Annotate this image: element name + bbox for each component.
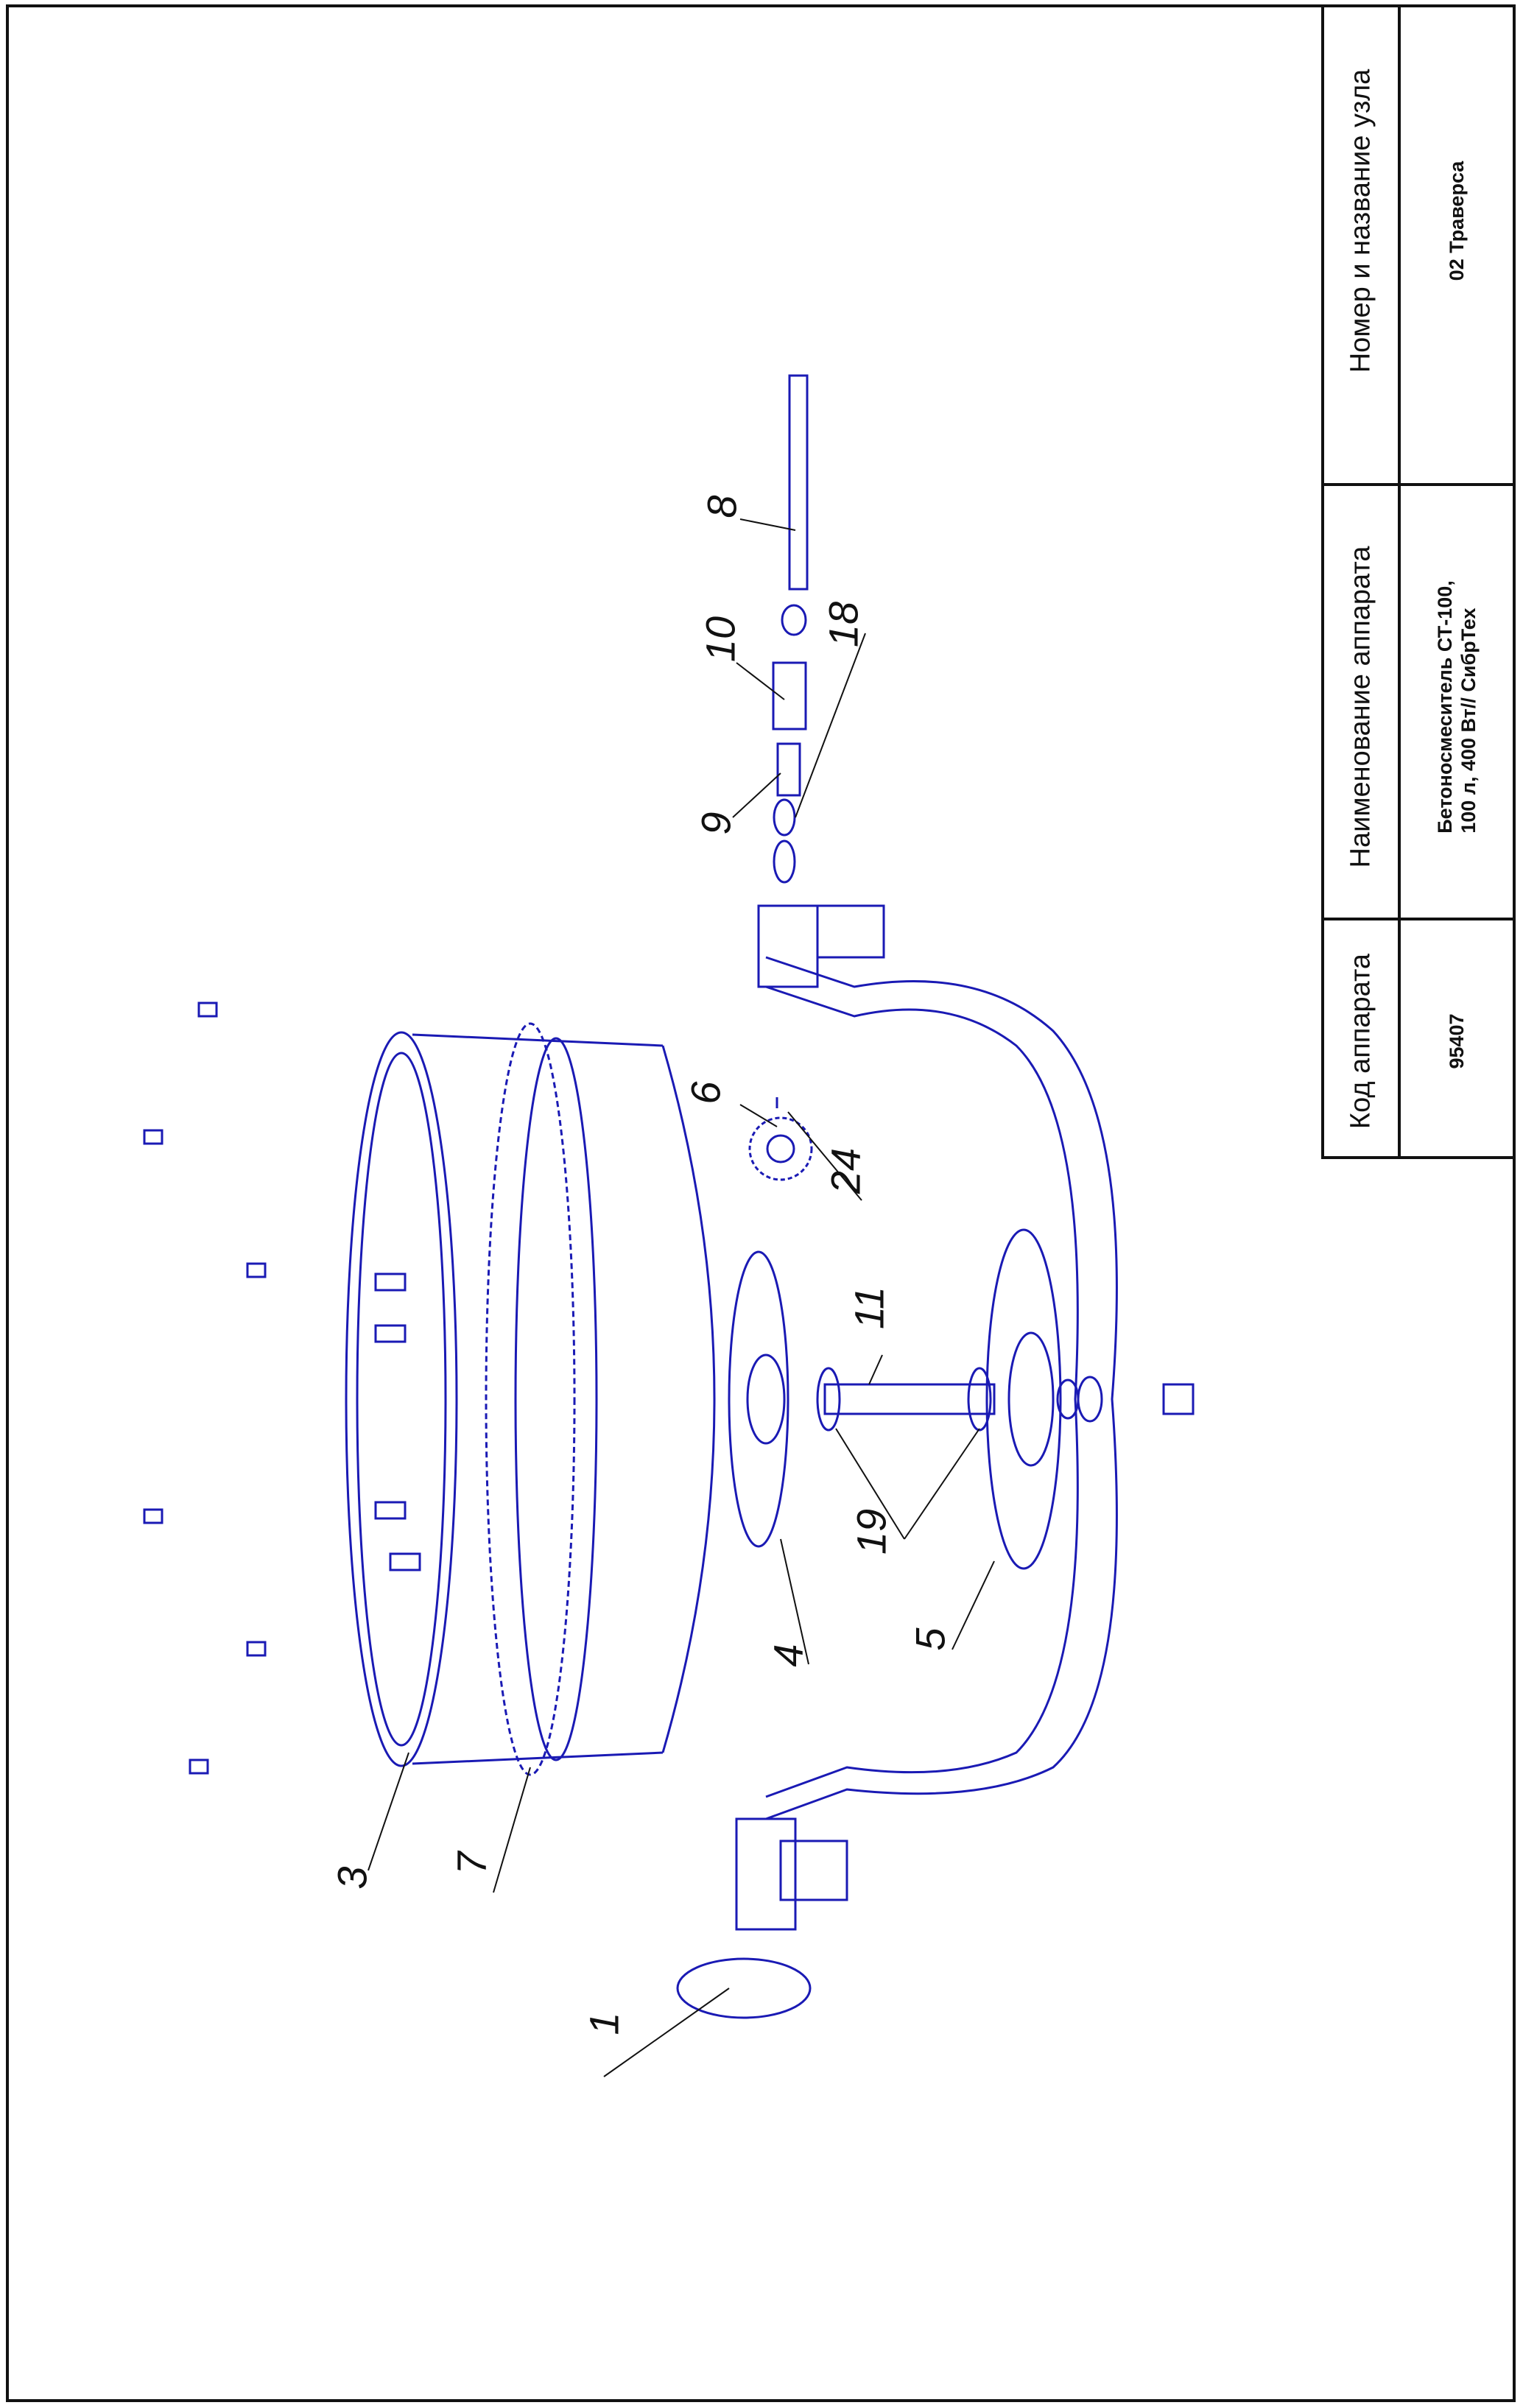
shaft-11 (823, 1383, 996, 1415)
lower-bracket-plate (779, 1840, 848, 1901)
ring-18 (781, 604, 807, 636)
bushing-10 (772, 661, 807, 731)
drum-bottom-curve (661, 1045, 716, 1753)
title-block-column-separator (1398, 4, 1401, 1159)
callout-8: 8 (698, 495, 745, 518)
base-plate (676, 1957, 812, 2019)
callout-24: 24 (822, 1147, 869, 1194)
flange-4-hub (746, 1353, 786, 1445)
drum-rim-inner (356, 1052, 447, 1747)
sleeve-9 (776, 742, 801, 797)
value-code: 95407 (1446, 1013, 1468, 1069)
bearing-19a (816, 1367, 841, 1432)
gear-ring-inner (514, 1037, 598, 1761)
title-block (1321, 4, 1516, 1159)
callout-5: 5 (907, 1627, 954, 1651)
callout-11: 11 (845, 1286, 893, 1330)
value-name-line2: 100 л, 400 Вт// СибрТех (1457, 608, 1480, 834)
sheet-frame (6, 4, 1516, 2402)
flange-4 (728, 1250, 789, 1548)
ring-9a (773, 839, 796, 884)
header-node: Номер и название узла (1345, 68, 1376, 373)
callout-18: 18 (820, 601, 867, 648)
nut-cap (1077, 1376, 1103, 1423)
value-name-line1: Бетоносмеситель СТ-100, (1434, 580, 1456, 834)
bearing-19b (967, 1367, 992, 1432)
header-name: Наименование аппарата (1345, 546, 1376, 868)
callout-19: 19 (848, 1508, 895, 1555)
upper-bracket-plate (816, 904, 885, 959)
callout-6: 6 (682, 1081, 729, 1105)
flange-5 (985, 1228, 1062, 1570)
header-code: Код аппарата (1345, 953, 1376, 1130)
drum-body-top-edge (412, 1033, 664, 1047)
leader-lines (367, 518, 995, 2077)
upper-bracket (757, 904, 819, 988)
callout-3: 3 (328, 1866, 376, 1890)
title-block-row-separator-2 (1321, 918, 1516, 920)
callout-9: 9 (692, 812, 739, 835)
axle-8 (788, 374, 809, 591)
value-name: Бетоносмеситель СТ-100, 100 л, 400 Вт// … (1433, 580, 1480, 834)
pinion-6-bore (766, 1134, 795, 1163)
traverse-frame-tube-inner (765, 985, 1079, 1798)
callout-4: 4 (764, 1644, 812, 1667)
value-node: 02 Траверса (1446, 161, 1468, 281)
gear-ring (485, 1022, 576, 1776)
flange-5-hub (1007, 1331, 1055, 1467)
traverse-frame-tube (765, 956, 1118, 1820)
ring-9b (773, 798, 796, 837)
drum-bolts (143, 1001, 421, 1775)
lower-bracket (735, 1817, 797, 1931)
callout-1: 1 (580, 2012, 627, 2035)
drum-body-bottom-edge (412, 1751, 664, 1765)
drum-rim (345, 1031, 458, 1767)
callout-10: 10 (697, 616, 744, 663)
pinion-6 (748, 1116, 813, 1181)
callout-7: 7 (448, 1851, 495, 1875)
end-bolt (1162, 1383, 1195, 1415)
title-block-row-separator-1 (1321, 483, 1516, 486)
